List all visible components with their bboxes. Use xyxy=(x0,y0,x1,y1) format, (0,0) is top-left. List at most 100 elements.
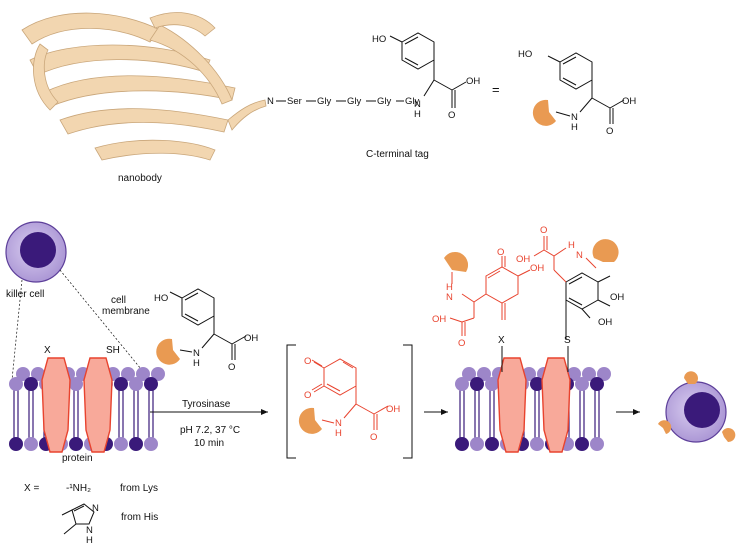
svg-text:OH: OH xyxy=(530,263,544,274)
lipid-head xyxy=(31,367,45,381)
lipid-head xyxy=(9,377,23,391)
from-lys-label: from Lys xyxy=(120,483,158,494)
lipid-head xyxy=(9,437,23,451)
lipid-head xyxy=(590,437,604,451)
nh2-group: -¹NH₂ xyxy=(66,483,91,494)
svg-text:N: N xyxy=(446,292,453,303)
condition-time: 10 min xyxy=(194,438,224,449)
svg-text:O: O xyxy=(304,390,311,401)
dopaquinone-intermediate: O O N H O OH xyxy=(298,356,400,443)
lipid-head xyxy=(455,437,469,451)
svg-text:N: N xyxy=(414,99,421,110)
lipid-head xyxy=(530,377,544,391)
svg-text:OH: OH xyxy=(466,76,480,87)
svg-text:H: H xyxy=(446,282,453,293)
protein-label: protein xyxy=(62,453,93,464)
svg-text:H: H xyxy=(193,358,200,369)
lipid-head xyxy=(470,377,484,391)
chain-gly-1: Gly xyxy=(317,96,332,107)
nanobody-ribbon xyxy=(21,12,267,161)
cell-membrane-label-1: cell xyxy=(111,295,126,306)
chain-gly-3: Gly xyxy=(377,96,392,107)
cell-pacman-icon-right xyxy=(722,428,736,443)
lipid-head xyxy=(477,367,491,381)
chain-ser: Ser xyxy=(287,96,302,107)
lipid-head xyxy=(151,367,165,381)
svg-text:HO: HO xyxy=(154,293,168,304)
membrane-protein-2 xyxy=(83,357,113,453)
lipid-head xyxy=(24,377,38,391)
x-definition-label: X = xyxy=(24,483,39,494)
svg-text:H: H xyxy=(335,428,342,439)
imidazole-structure: N N H xyxy=(61,503,99,546)
lipid-head xyxy=(597,367,611,381)
lipid-head xyxy=(455,377,469,391)
svg-text:O: O xyxy=(458,338,465,349)
lipid-head xyxy=(470,437,484,451)
chain-gly-4: Gly xyxy=(405,96,420,107)
labelled-killer-cell xyxy=(658,371,736,443)
svg-text:O: O xyxy=(370,432,377,443)
membrane-protein-1 xyxy=(41,357,71,453)
lipid-head xyxy=(144,437,158,451)
svg-text:H: H xyxy=(86,535,93,546)
lipid-head xyxy=(129,377,143,391)
membrane-left xyxy=(9,357,165,453)
lipid-head xyxy=(136,367,150,381)
lipid-head xyxy=(16,367,30,381)
nanobody-pacman-icon xyxy=(532,99,556,126)
chain-n: N xyxy=(267,96,274,107)
adduct-left-pacman-icon xyxy=(444,251,469,272)
svg-text:H: H xyxy=(568,240,575,251)
reagent-label: Tyrosinase xyxy=(182,399,231,410)
killer-cell-label: killer cell xyxy=(6,289,44,300)
svg-text:O: O xyxy=(304,356,311,367)
lipid-head xyxy=(485,437,499,451)
quinone-adduct-left: O OH O OH H N xyxy=(432,247,544,349)
bracket-left xyxy=(286,344,296,459)
lipid-head xyxy=(144,377,158,391)
lipid-head xyxy=(129,437,143,451)
c-terminal-tag-label: C-terminal tag xyxy=(366,149,429,160)
svg-text:O: O xyxy=(540,225,547,236)
svg-text:OH: OH xyxy=(598,317,612,328)
lipid-head xyxy=(462,367,476,381)
membrane-protein-3 xyxy=(497,357,527,453)
cell-membrane-label-2: membrane xyxy=(102,306,150,317)
intermediate-pacman-icon xyxy=(298,407,322,434)
x-label-right: X xyxy=(498,335,505,346)
svg-text:N: N xyxy=(86,525,93,536)
svg-text:OH: OH xyxy=(622,96,636,107)
svg-text:O: O xyxy=(228,362,235,373)
svg-text:HO: HO xyxy=(518,49,532,60)
svg-text:H: H xyxy=(414,109,421,120)
lipid-head xyxy=(69,437,83,451)
lipid-head xyxy=(575,377,589,391)
peptide-chain: N Ser Gly Gly Gly Gly xyxy=(267,96,420,107)
lipid-head xyxy=(114,437,128,451)
svg-text:OH: OH xyxy=(386,404,400,415)
chain-gly-2: Gly xyxy=(347,96,362,107)
lipid-head xyxy=(575,437,589,451)
lipid-head xyxy=(69,377,83,391)
lipid-head xyxy=(590,377,604,391)
tyrosine-simplified: HO N H O OH xyxy=(518,49,636,137)
adduct-right-pacman-icon xyxy=(592,239,619,262)
cell-pacman-icon-left xyxy=(658,420,672,434)
lipid-head xyxy=(24,437,38,451)
killer-cell xyxy=(5,221,67,283)
svg-text:O: O xyxy=(448,110,455,121)
membrane-right xyxy=(455,357,611,453)
svg-text:N: N xyxy=(193,348,200,359)
lipid-head xyxy=(121,367,135,381)
lipid-head xyxy=(582,367,596,381)
from-his-label: from His xyxy=(121,512,158,523)
equals-sign: = xyxy=(492,82,500,97)
svg-text:N: N xyxy=(571,112,578,123)
nanobody-label: nanobody xyxy=(118,173,162,184)
s-label-right: S xyxy=(564,335,571,346)
svg-text:H: H xyxy=(571,122,578,133)
catechol-adduct-right: OH OH O OH H N xyxy=(516,225,624,340)
lipid-head xyxy=(567,367,581,381)
